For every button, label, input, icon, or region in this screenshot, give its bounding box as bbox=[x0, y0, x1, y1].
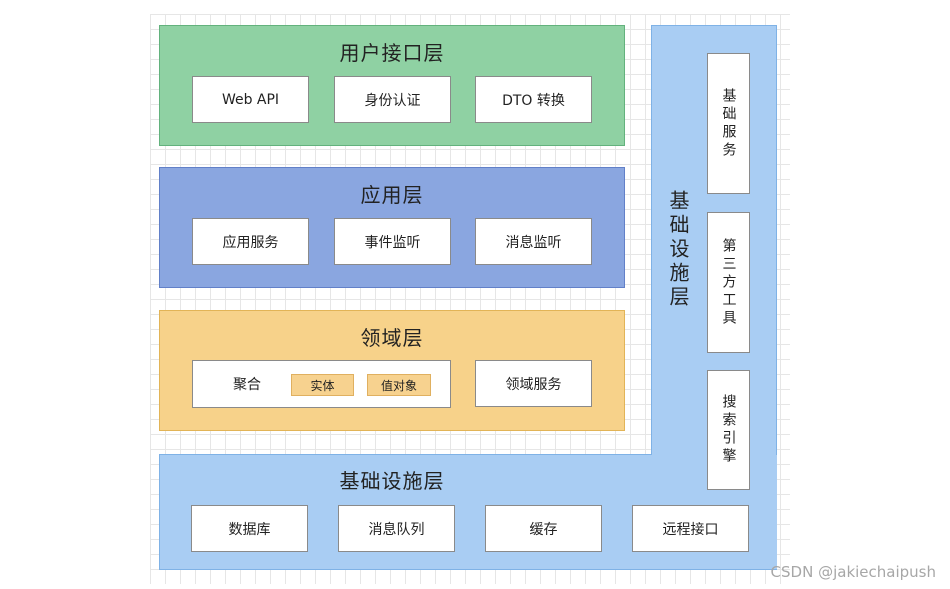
application-service-box: 应用服务 bbox=[192, 218, 309, 265]
infrastructure-layer-title: 基础设施层 bbox=[339, 469, 445, 493]
domain-layer-title: 领域层 bbox=[360, 326, 424, 350]
search-engine-label: 搜索引擎 bbox=[720, 394, 737, 466]
aggregate-label: 聚合 bbox=[233, 377, 261, 393]
domain-service-box: 领域服务 bbox=[475, 360, 592, 407]
basic-service-box: 基础服务 bbox=[707, 53, 750, 194]
application-layer: 应用层 应用服务 事件监听 消息监听 bbox=[159, 167, 625, 288]
domain-layer: 领域层 聚合 实体 值对象 领域服务 bbox=[159, 310, 625, 431]
third-party-tools-label: 第三方工具 bbox=[720, 237, 737, 328]
basic-service-label: 基础服务 bbox=[720, 87, 737, 160]
message-listener-box: 消息监听 bbox=[475, 218, 592, 265]
user-interface-layer: 用户接口层 Web API 身份认证 DTO 转换 bbox=[159, 25, 625, 146]
application-layer-title: 应用层 bbox=[360, 183, 424, 207]
authentication-box: 身份认证 bbox=[334, 76, 451, 123]
database-box: 数据库 bbox=[191, 505, 308, 552]
message-queue-box: 消息队列 bbox=[338, 505, 455, 552]
csdn-watermark: CSDN @jakiechaipush bbox=[770, 563, 936, 581]
value-object-tag: 值对象 bbox=[367, 374, 431, 396]
web-api-box: Web API bbox=[192, 76, 309, 123]
third-party-tools-box: 第三方工具 bbox=[707, 212, 750, 353]
infrastructure-vertical-title: 基础设施层 bbox=[666, 190, 690, 310]
search-engine-box: 搜索引擎 bbox=[707, 370, 750, 490]
user-interface-layer-title: 用户接口层 bbox=[339, 41, 445, 65]
dto-conversion-box: DTO 转换 bbox=[475, 76, 592, 123]
event-listener-box: 事件监听 bbox=[334, 218, 451, 265]
aggregate-box: 聚合 实体 值对象 bbox=[192, 360, 451, 408]
entity-tag: 实体 bbox=[291, 374, 354, 396]
cache-box: 缓存 bbox=[485, 505, 602, 552]
remote-interface-box: 远程接口 bbox=[632, 505, 749, 552]
